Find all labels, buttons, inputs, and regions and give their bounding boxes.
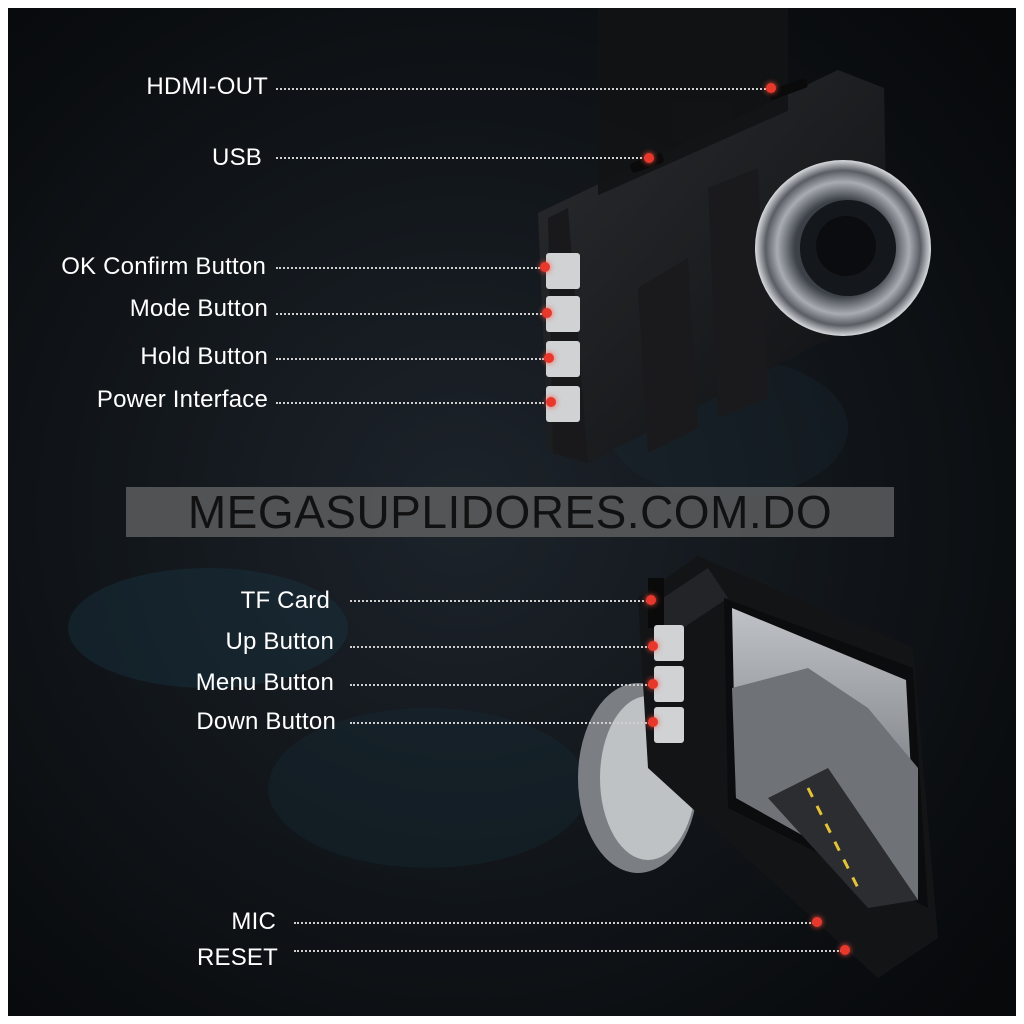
menu-button-marker — [648, 679, 658, 689]
mic-leader — [294, 922, 814, 924]
mode-leader — [276, 313, 542, 315]
down-button-marker — [648, 717, 658, 727]
watermark-banner: MEGASUPLIDORES.COM.DO — [126, 487, 894, 537]
usb-leader — [276, 157, 646, 159]
reset-marker — [840, 945, 850, 955]
hold-button-label: Hold Button — [140, 343, 268, 370]
ok-confirm-leader — [276, 267, 540, 269]
mic-marker — [812, 917, 822, 927]
tf-card-label: TF Card — [240, 587, 330, 614]
up-leader — [350, 646, 650, 648]
usb-label: USB — [212, 144, 262, 171]
ok-confirm-button-marker — [540, 262, 550, 272]
up-button-label: Up Button — [225, 628, 334, 655]
reset-leader — [294, 950, 842, 952]
down-button-label: Down Button — [196, 708, 336, 735]
power-interface-label: Power Interface — [96, 386, 268, 413]
watermark-text: MEGASUPLIDORES.COM.DO — [187, 486, 833, 538]
mode-button-label: Mode Button — [129, 295, 268, 322]
mode-button-marker — [542, 308, 552, 318]
hold-leader — [276, 358, 544, 360]
power-leader — [276, 402, 544, 404]
down-leader — [350, 722, 650, 724]
mic-label: MIC — [231, 908, 276, 935]
hold-button-marker — [544, 353, 554, 363]
power-interface-marker — [546, 397, 556, 407]
hdmi-out-leader — [276, 88, 766, 90]
dashcam-top-view — [538, 8, 931, 463]
hdmi-out-port-marker — [766, 83, 776, 93]
dashcam-screen-view — [578, 556, 938, 978]
menu-button-label: Menu Button — [195, 669, 334, 696]
menu-leader — [350, 684, 650, 686]
tf-card-slot-marker — [646, 595, 656, 605]
up-button-marker — [648, 641, 658, 651]
tf-card-leader — [350, 600, 648, 602]
ok-confirm-button-label: OK Confirm Button — [61, 253, 266, 280]
reset-label: RESET — [196, 944, 278, 971]
usb-port-marker — [644, 153, 654, 163]
hdmi-out-label: HDMI-OUT — [146, 73, 268, 100]
